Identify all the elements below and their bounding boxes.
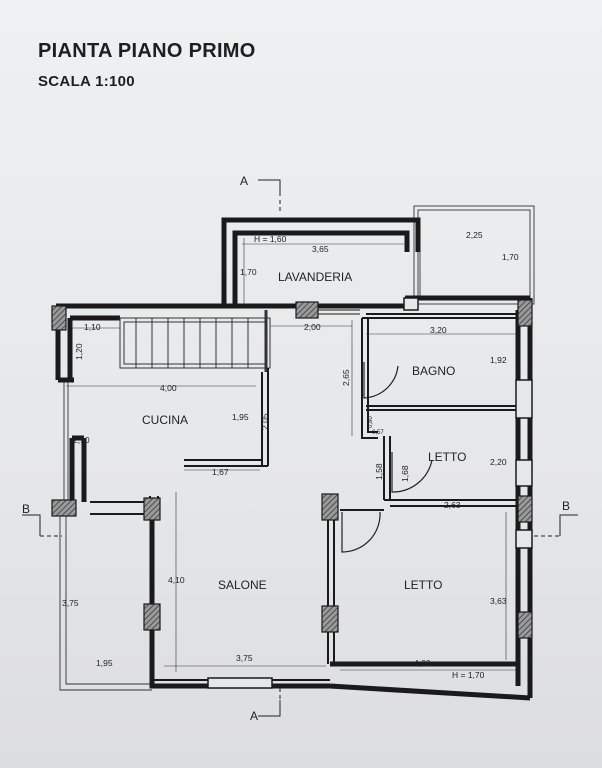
dim-wall-left: 1,20 [74, 343, 84, 360]
dim-terrace-height: 1,70 [502, 252, 519, 262]
plan-scale: SCALA 1:100 [38, 73, 135, 90]
dim-lav-width: 3,65 [312, 244, 329, 254]
dim-salone-width: 3,75 [236, 653, 253, 663]
dim-cucina-left: 2,90 [73, 435, 90, 445]
room-letto-large: LETTO [404, 578, 442, 592]
dim-door-small-2: 0,57 [372, 430, 384, 436]
dim-letto-door-1: 1,58 [374, 463, 384, 480]
room-lavanderia: LAVANDERIA [278, 270, 352, 284]
dim-terrace-width: 2,25 [466, 230, 483, 240]
dimension-lines [66, 238, 516, 672]
section-b-right-label: B [562, 499, 570, 513]
dim-letto-large-height: 3,63 [490, 596, 507, 606]
dim-letto-large-width: 4,00 [414, 658, 431, 668]
dim-bagno-width: 3,20 [430, 325, 447, 335]
dim-balcony-left: 3,75 [62, 598, 79, 608]
plan-title: PIANTA PIANO PRIMO [38, 40, 256, 62]
dim-salone-height: 4,10 [168, 575, 185, 585]
dim-h-lavanderia: H = 1,60 [254, 234, 287, 244]
dim-h-bottom: H = 1,70 [452, 670, 485, 680]
dim-cucina-inner: 1,95 [232, 412, 249, 422]
structural-pillars [51, 299, 533, 639]
section-markers [22, 179, 578, 717]
dim-corridor-top: 2,00 [304, 322, 321, 332]
dim-cucina-depth: 2,05 [260, 413, 270, 430]
windows [207, 297, 533, 689]
room-cucina: CUCINA [142, 413, 188, 427]
room-bagno: BAGNO [412, 364, 455, 378]
dim-corridor-height: 2,65 [341, 369, 351, 386]
dim-door-small-1: 0,80 [368, 416, 374, 428]
staircase [119, 310, 271, 372]
dim-lav-height: 1,70 [240, 267, 257, 277]
room-salone: SALONE [218, 578, 267, 592]
dim-balcony-bottom: 1,95 [96, 658, 113, 668]
dim-bagno-height: 1,92 [490, 355, 507, 365]
doors [341, 362, 433, 553]
dim-letto-width: 2,63 [444, 500, 461, 510]
room-letto-small: LETTO [428, 450, 466, 464]
dim-cucina-bottom: 1,67 [212, 467, 229, 477]
section-a-bottom-label: A [250, 709, 258, 723]
section-b-left-label: B [22, 502, 30, 516]
dim-stair-left: 1,10 [84, 322, 101, 332]
section-a-top-label: A [240, 174, 248, 188]
dim-cucina-width: 4,00 [160, 383, 177, 393]
balcony-outline [59, 380, 152, 691]
dim-letto-door-2: 1,68 [400, 465, 410, 482]
dim-letto-height: 2,20 [490, 457, 507, 467]
